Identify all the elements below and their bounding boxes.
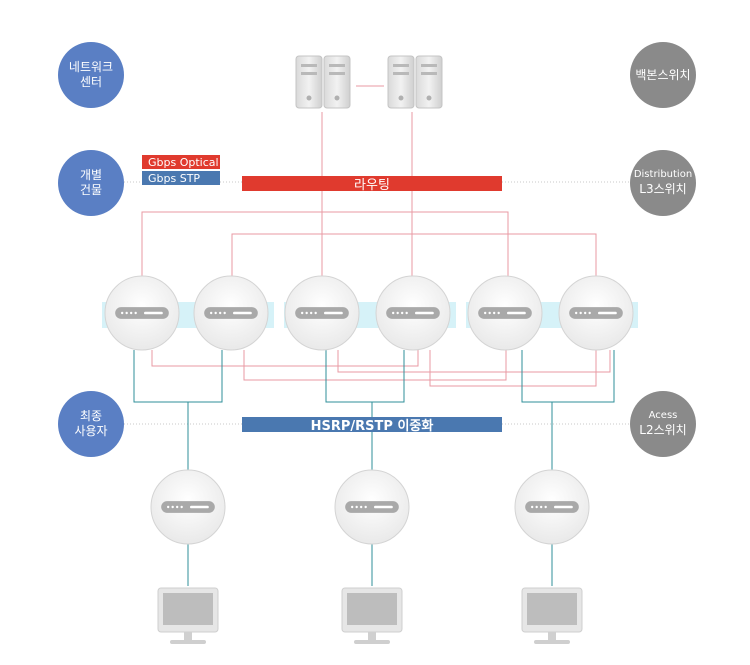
label-line: Acess <box>648 410 678 422</box>
distribution-switch-icon <box>104 275 180 351</box>
distribution-switch-icon <box>193 275 269 351</box>
label-line: 백본스위치 <box>635 67 691 82</box>
label-backbone-switch: 백본스위치 <box>630 42 696 108</box>
label-access: Acess L2스위치 <box>630 391 696 457</box>
access-switch-icon <box>514 469 590 545</box>
access-switch-icon <box>334 469 410 545</box>
label-line: 사용자 <box>74 424 108 438</box>
distribution-switch-icon <box>375 275 451 351</box>
monitor-icon <box>521 587 583 644</box>
routing-bar: 라우팅 <box>242 176 502 193</box>
label-line: L3스위치 <box>639 181 687 196</box>
distribution-switch-icon <box>558 275 634 351</box>
label-line: 건물 <box>79 183 103 197</box>
monitor-icon <box>157 587 219 644</box>
optical-lines <box>141 112 611 387</box>
legend-stp: Gbps STP <box>142 171 220 185</box>
label-line: 네트워크 <box>68 60 114 74</box>
label-line: 센터 <box>79 75 103 89</box>
distribution-band <box>102 302 638 328</box>
distribution-switch-icon <box>284 275 360 351</box>
label-network-center: 네트워크 센터 <box>58 42 124 108</box>
label-line: L2스위치 <box>639 422 687 437</box>
label-distribution: Distribution L3스위치 <box>630 150 696 216</box>
label-line: 최종 <box>79 409 103 423</box>
label-line: Distribution <box>633 169 693 181</box>
label-line: 개별 <box>79 168 103 182</box>
legend-optical: Gbps Optical <box>142 155 220 169</box>
redundancy-bar: HSRP/RSTP 이중화 <box>242 417 502 434</box>
monitor-icon <box>341 587 403 644</box>
server-icon <box>295 55 351 109</box>
label-building: 개별 건물 <box>58 150 124 216</box>
label-end-user: 최종 사용자 <box>58 391 124 457</box>
stp-lines <box>133 350 615 586</box>
access-switch-icon <box>150 469 226 545</box>
server-icon <box>387 55 443 109</box>
distribution-switch-icon <box>467 275 543 351</box>
